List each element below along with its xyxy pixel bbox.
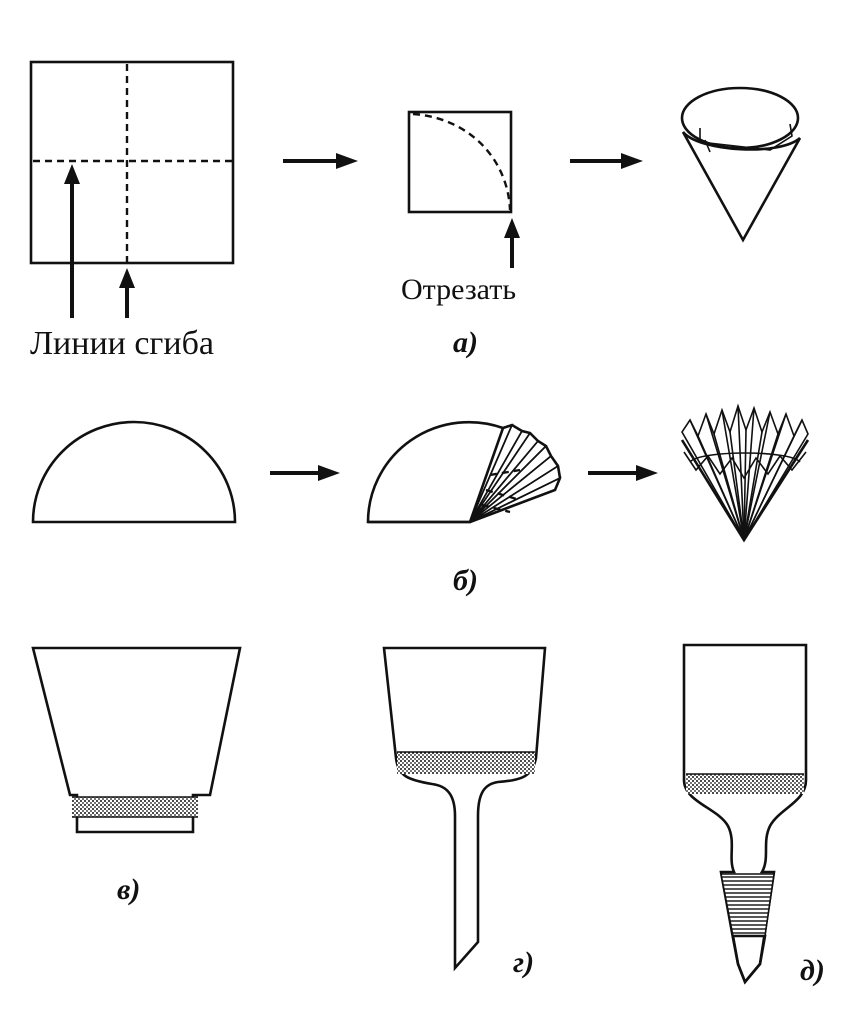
step-b-pleating <box>366 420 562 524</box>
step-v-glass-filter-crucible <box>31 646 242 834</box>
caption-b: б) <box>453 564 478 597</box>
step-g-glass-filter-funnel <box>382 646 547 972</box>
step-a-cone-filter <box>680 86 802 243</box>
step-d-schott-filter <box>682 643 808 985</box>
step-a-square-paper <box>29 60 235 318</box>
arrow-right-a2 <box>570 153 643 169</box>
caption-v: в) <box>117 873 140 906</box>
arrow-right-b2 <box>588 465 658 481</box>
arrow-right-b1 <box>270 465 340 481</box>
caption-a: а) <box>453 326 478 359</box>
step-b-fluted-filter <box>680 403 810 543</box>
fold-lines-label: Линии сгиба <box>30 325 214 362</box>
cut-label: Отрезать <box>401 273 516 306</box>
caption-d: д) <box>800 954 825 987</box>
step-a-folded-quarter <box>407 110 520 268</box>
arrow-right-a1 <box>283 153 358 169</box>
caption-g: г) <box>513 946 534 979</box>
step-b-half-circle <box>31 420 237 524</box>
